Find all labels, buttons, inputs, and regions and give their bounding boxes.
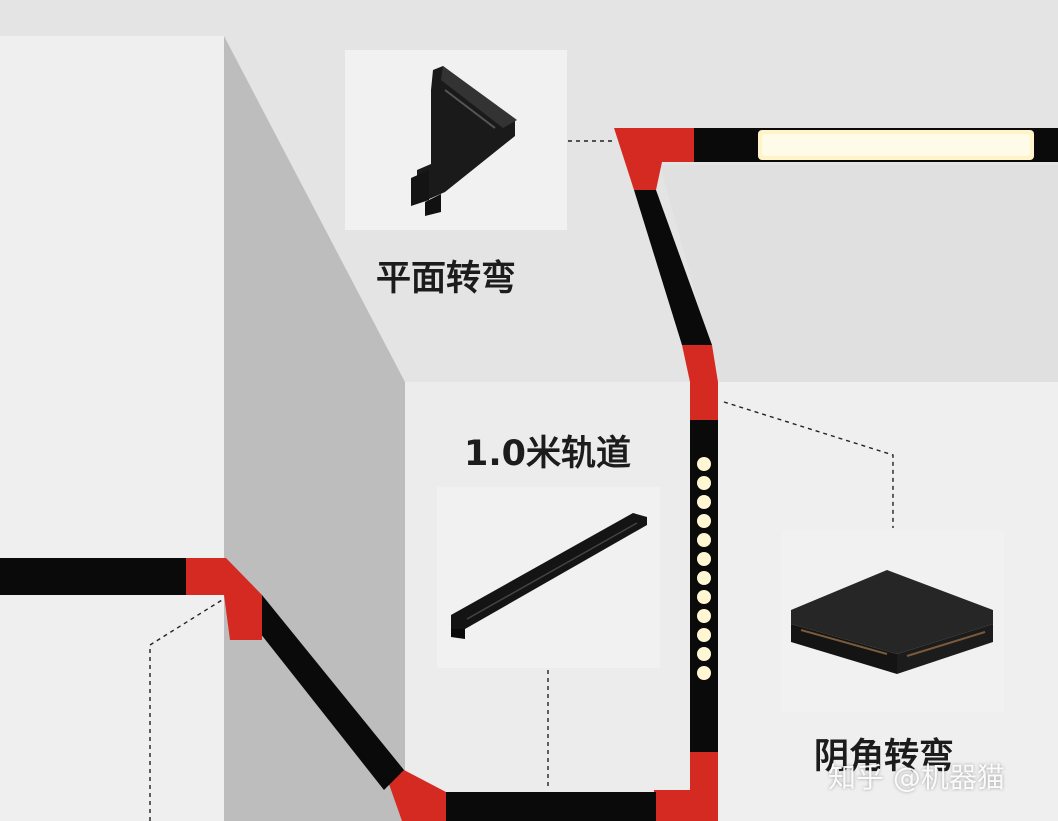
bottom-track xyxy=(446,792,656,821)
diagonal-track-lower xyxy=(230,595,404,790)
vertical-track xyxy=(690,420,718,752)
leader-lines xyxy=(149,140,894,821)
track-photo xyxy=(437,487,660,668)
straight-track-rail-icon xyxy=(437,487,660,668)
l-shaped-track-connector-icon xyxy=(345,50,567,230)
led-dots xyxy=(697,457,711,680)
bottom-left-connector xyxy=(384,770,446,821)
left-track xyxy=(0,558,186,595)
left-wall xyxy=(0,36,224,821)
left-corner-connector xyxy=(184,558,262,640)
flat-turn-connector xyxy=(614,128,694,190)
flat-turn-photo xyxy=(345,50,567,230)
leader-left xyxy=(149,599,223,821)
inner-corner-photo xyxy=(781,530,1004,712)
inner-corner-connector-bottom xyxy=(654,752,718,821)
track-label: 1.0米轨道 xyxy=(464,434,632,474)
watermark: 知乎 @机器猫 xyxy=(828,761,1005,794)
ceiling-recess xyxy=(660,165,1058,382)
inner-corner-track-connector-icon xyxy=(781,530,1004,712)
inner-corner-connector-top xyxy=(682,345,718,420)
leader-inner-corner xyxy=(723,401,894,528)
flat-turn-label: 平面转弯 xyxy=(376,259,517,299)
inner-corner-label: 阴角转弯 xyxy=(814,737,955,777)
diagonal-track-upper xyxy=(634,190,712,345)
top-light-core xyxy=(762,134,1030,156)
